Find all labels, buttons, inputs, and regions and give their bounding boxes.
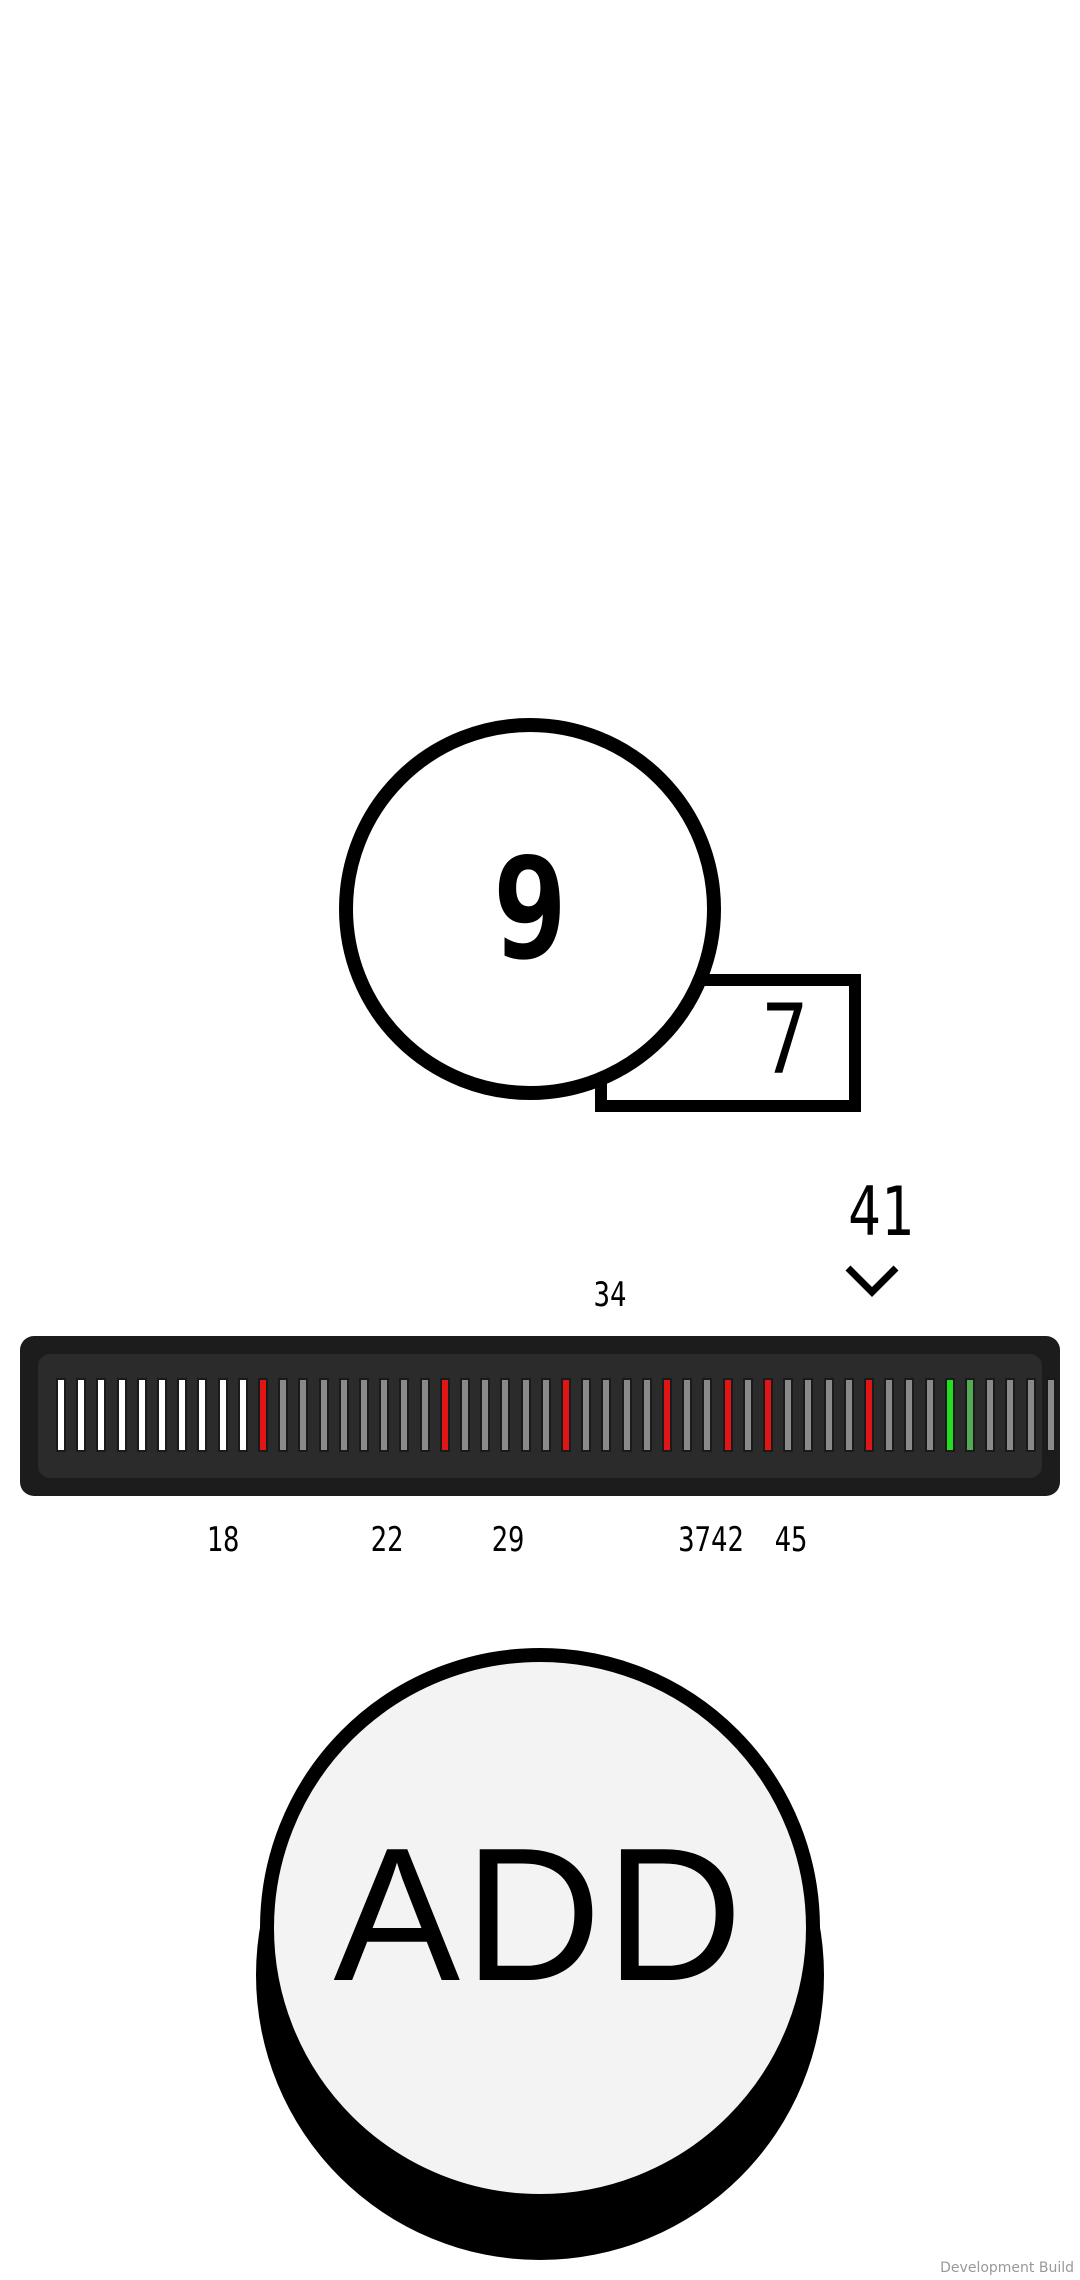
chevron-down-icon — [845, 1265, 899, 1297]
meter-tick — [157, 1378, 167, 1452]
meter-tick — [278, 1378, 289, 1452]
meter-tick — [884, 1378, 895, 1452]
meter-tick — [258, 1378, 268, 1452]
meter-tick — [76, 1378, 87, 1452]
meter-tick — [662, 1378, 672, 1452]
meter-tick — [116, 1378, 127, 1452]
meter-tick — [460, 1378, 470, 1452]
meter-tick — [864, 1378, 874, 1452]
meter-tick — [419, 1378, 430, 1452]
meter-tick — [197, 1378, 208, 1452]
meter-tick — [136, 1378, 147, 1452]
meter-tick — [480, 1378, 491, 1452]
meter-tick — [520, 1378, 531, 1452]
progress-meter — [20, 1336, 1060, 1496]
meter-tick — [621, 1378, 632, 1452]
target-number: 41 — [848, 1173, 914, 1252]
meter-tick — [318, 1378, 329, 1452]
meter-tick — [581, 1378, 592, 1452]
meter-tick — [722, 1378, 733, 1452]
meter-tick — [742, 1378, 753, 1452]
meter-tick — [682, 1378, 693, 1452]
meter-label: 3742 — [678, 1520, 744, 1560]
meter-tick — [500, 1378, 511, 1452]
meter-tick — [702, 1378, 713, 1452]
meter-tick — [298, 1378, 309, 1452]
meter-tick — [823, 1378, 834, 1452]
meter-tick — [399, 1378, 410, 1452]
meter-tick — [1005, 1378, 1016, 1452]
meter-label: 18 — [206, 1520, 240, 1560]
meter-tick — [540, 1378, 551, 1452]
meter-tick — [965, 1378, 975, 1452]
next-number: 7 — [761, 984, 809, 1096]
meter-tick — [763, 1378, 773, 1452]
meter-tick — [1045, 1378, 1056, 1452]
meter-tick — [904, 1378, 915, 1452]
meter-tick — [359, 1378, 369, 1452]
current-number: 9 — [492, 828, 568, 991]
meter-tick — [944, 1378, 955, 1452]
meter-tick — [601, 1378, 612, 1452]
meter-tick — [803, 1378, 814, 1452]
meter-tick — [641, 1378, 652, 1452]
meter-label: 29 — [491, 1520, 525, 1560]
meter-tick — [237, 1378, 248, 1452]
development-build-label: Development Build — [940, 2260, 1074, 2276]
meter-tick — [379, 1378, 390, 1452]
meter-tick — [96, 1378, 107, 1452]
meter-tick — [217, 1378, 228, 1452]
meter-label: 22 — [370, 1520, 404, 1560]
meter-tick — [561, 1378, 571, 1452]
meter-ticks — [20, 1336, 1060, 1496]
meter-tick — [177, 1378, 188, 1452]
meter-tick — [843, 1378, 854, 1452]
meter-top-label: 34 — [593, 1275, 627, 1315]
meter-tick — [924, 1378, 935, 1452]
meter-tick — [439, 1378, 450, 1452]
meter-tick — [56, 1378, 66, 1452]
meter-bottom-labels: 18 22 29 3742 45 — [0, 1518, 1080, 1562]
meter-tick — [985, 1378, 996, 1452]
meter-tick — [338, 1378, 349, 1452]
meter-tick — [783, 1378, 794, 1452]
add-button-label[interactable]: ADD — [333, 1809, 747, 2021]
meter-label: 45 — [774, 1520, 808, 1560]
meter-tick — [1025, 1378, 1036, 1452]
